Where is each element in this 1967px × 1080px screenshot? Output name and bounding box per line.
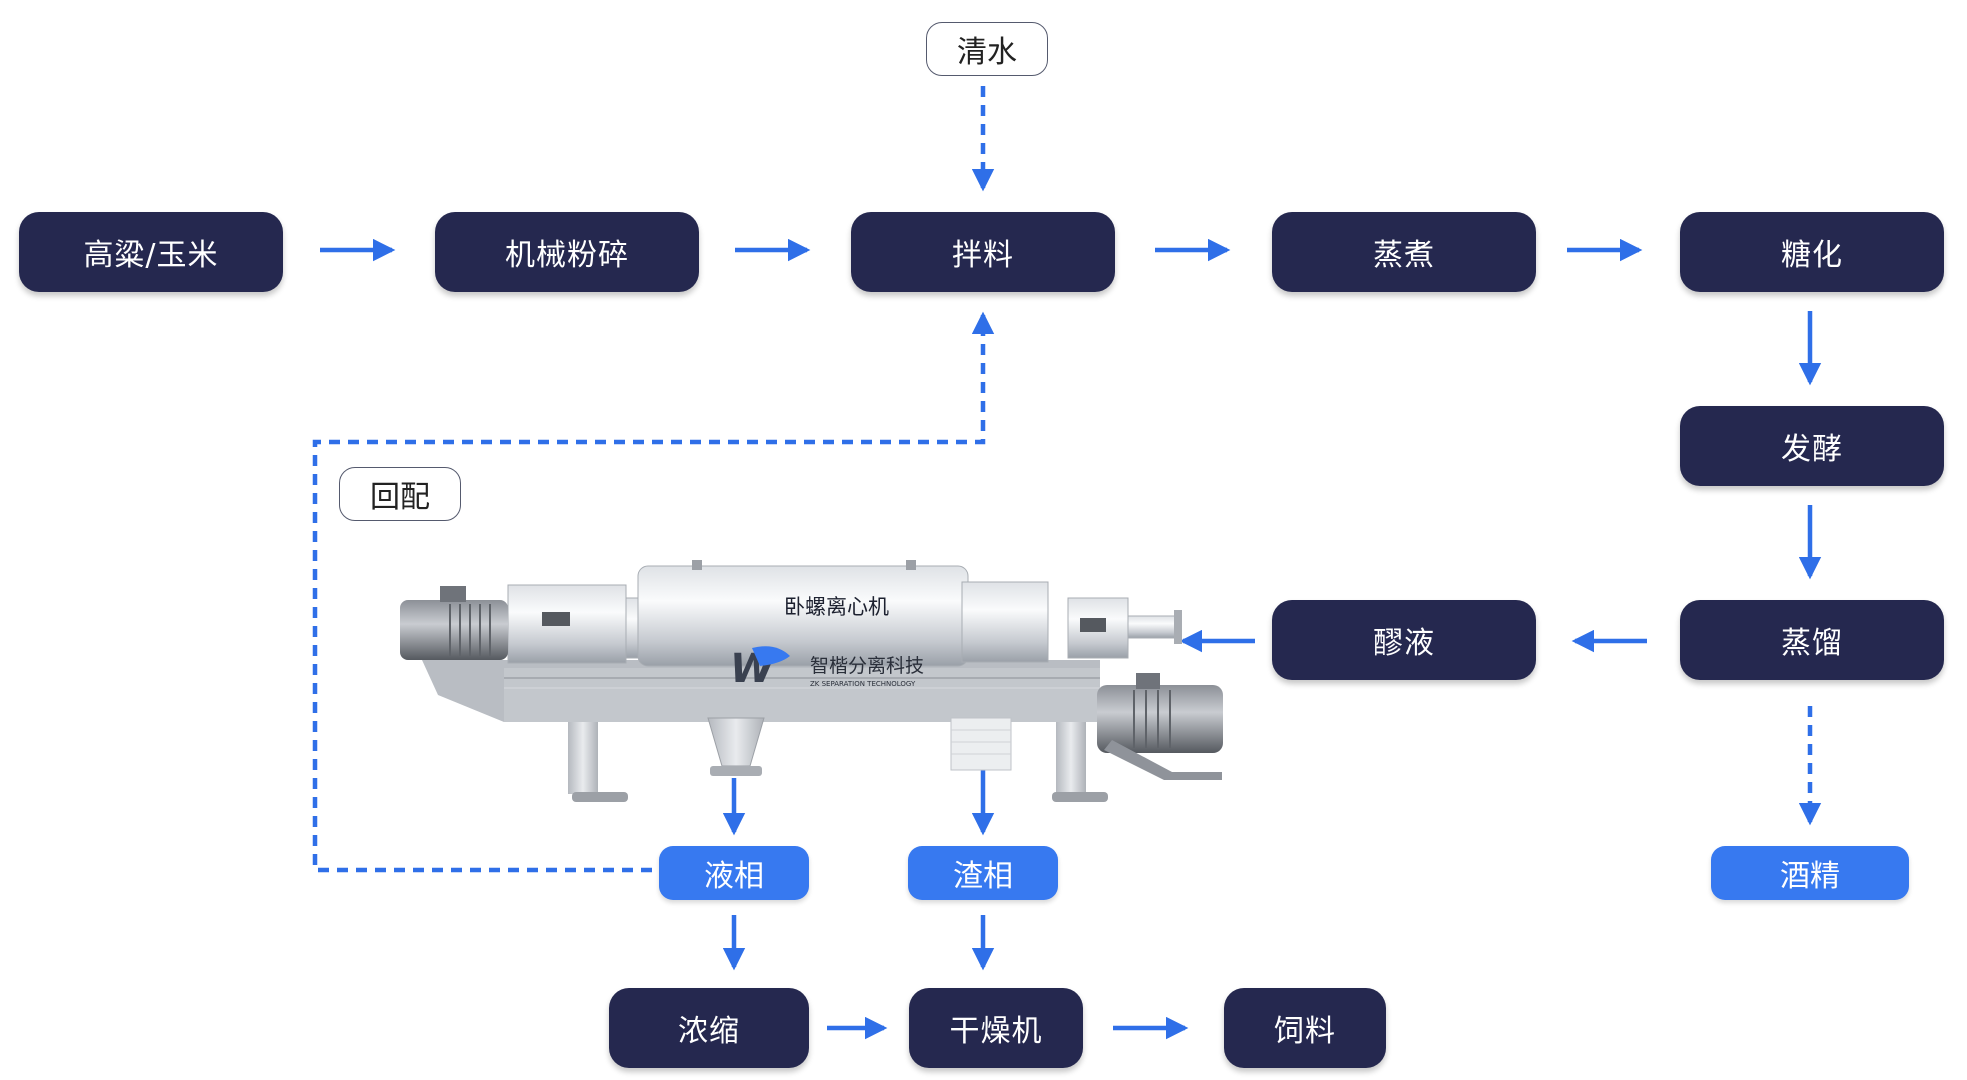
node-saccharification: 糖化 <box>1680 212 1944 292</box>
node-fermentation: 发酵 <box>1680 406 1944 486</box>
node-crushing: 机械粉碎 <box>435 212 699 292</box>
recycle-loop <box>312 311 995 873</box>
tag-recycle: 回配 <box>339 467 461 521</box>
tag-water: 清水 <box>926 22 1048 76</box>
pill-residue-phase: 渣相 <box>908 846 1058 900</box>
node-mash: 醪液 <box>1272 600 1536 680</box>
node-feed: 饲料 <box>1224 988 1386 1068</box>
node-mixing: 拌料 <box>851 212 1115 292</box>
node-concentration: 浓缩 <box>609 988 809 1068</box>
machine-label: 卧螺离心机 <box>784 595 889 619</box>
brand-subtitle: ZK SEPARATION TECHNOLOGY <box>810 680 916 688</box>
brand-logo: W <box>730 646 790 692</box>
brand-name: 智楷分离科技 <box>810 655 924 677</box>
pill-alcohol: 酒精 <box>1711 846 1909 900</box>
pill-liquid-phase: 液相 <box>659 846 809 900</box>
node-distillation: 蒸馏 <box>1680 600 1944 680</box>
node-raw-material: 高粱/玉米 <box>19 212 283 292</box>
node-steaming: 蒸煮 <box>1272 212 1536 292</box>
node-dryer: 干燥机 <box>909 988 1083 1068</box>
decanter-centrifuge-illustration: W 智楷分离科技 ZK SEPARATION TECHNOLOGY 卧螺离心机 <box>400 560 1223 802</box>
